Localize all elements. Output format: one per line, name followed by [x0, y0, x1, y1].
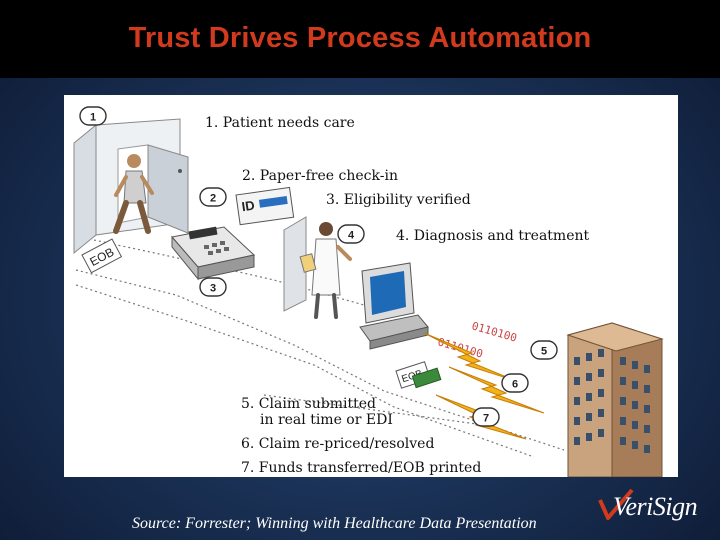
checkmark-icon	[598, 488, 634, 520]
id-card: ID	[235, 186, 295, 226]
slide-title: Trust Drives Process Automation	[128, 22, 592, 54]
logo-wordmark: VeriSign	[613, 492, 698, 521]
caption-step-1: 1. Patient needs care	[205, 115, 355, 131]
svg-text:2: 2	[210, 193, 216, 205]
step-badge-3: 3	[199, 277, 227, 297]
doctor-figure	[283, 216, 352, 319]
caption-step-7: 7. Funds transferred/EOB printed	[241, 460, 482, 476]
title-bar	[0, 0, 720, 78]
source-citation: Source: Forrester; Winning with Healthca…	[132, 515, 537, 532]
step-badge-4: 4	[337, 224, 365, 244]
svg-text:5: 5	[541, 346, 547, 358]
verisign-logo: VeriSign	[598, 488, 698, 528]
checkin-terminal	[171, 226, 256, 281]
patient-figure	[113, 154, 154, 234]
caption-step-4: 4. Diagnosis and treatment	[396, 228, 590, 244]
svg-text:7: 7	[483, 413, 489, 425]
step-badge-5: 5	[530, 340, 558, 360]
eob-money: EOB	[395, 361, 442, 389]
svg-text:3: 3	[210, 283, 216, 295]
step-badge-6: 6	[501, 373, 529, 393]
payer-building	[566, 322, 664, 477]
svg-text:ID: ID	[241, 198, 256, 215]
svg-text:6: 6	[512, 379, 518, 391]
step-badge-7: 7	[472, 407, 500, 427]
computer-terminal	[359, 262, 429, 350]
step-badge-1: 1	[79, 106, 107, 126]
caption-step-2: 2. Paper-free check-in	[242, 168, 398, 184]
svg-text:1: 1	[90, 112, 96, 124]
step-badge-2: 2	[199, 187, 227, 207]
process-illustration: EOB ID	[73, 106, 664, 477]
caption-step-5-line1: 5. Claim submitted	[241, 396, 376, 412]
caption-step-5-line2: in real time or EDI	[260, 412, 393, 428]
caption-step-6: 6. Claim re-priced/resolved	[241, 436, 435, 452]
binary-stream-top: 0110100	[470, 319, 518, 344]
eob-document: EOB	[81, 238, 123, 274]
process-diagram: EOB ID	[64, 95, 678, 477]
svg-text:4: 4	[348, 230, 355, 242]
caption-step-3: 3. Eligibility verified	[326, 192, 471, 208]
